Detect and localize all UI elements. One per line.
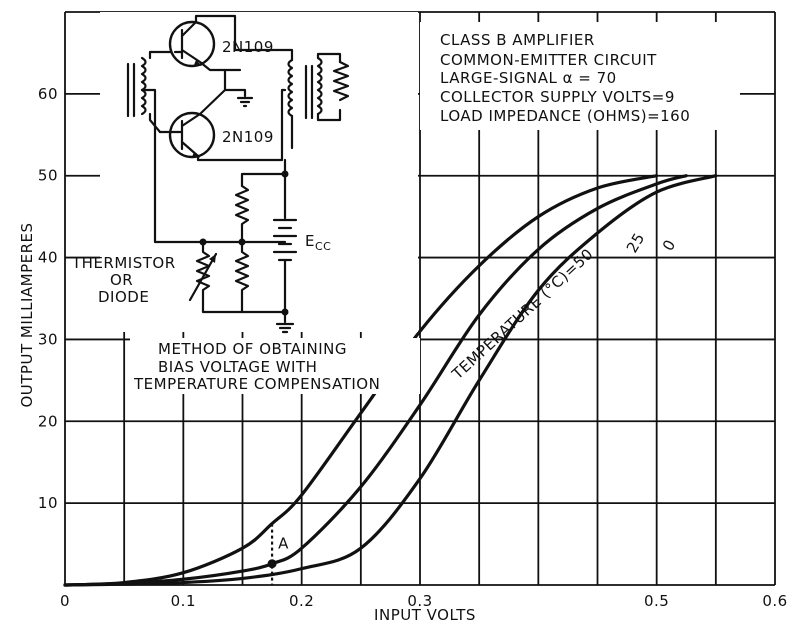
output-transformer-symbol [233, 48, 350, 150]
x-tick-label: 0.5 [644, 592, 669, 610]
top-transistor-symbol [168, 14, 242, 72]
top-transistor-label: 2N109 [222, 38, 274, 56]
info-line-1: CLASS B AMPLIFIER [440, 31, 595, 49]
ecc-label: ECC [305, 232, 331, 253]
info-line-3: LARGE-SIGNAL α = 70 [440, 69, 617, 87]
bottom-transistor-label: 2N109 [222, 128, 274, 146]
bias-network [153, 138, 289, 316]
point-a-marker [267, 559, 277, 569]
caption-line-3: TEMPERATURE COMPENSATION [133, 375, 380, 393]
info-box: CLASS B AMPLIFIER COMMON-EMITTER CIRCUIT… [420, 22, 740, 130]
caption-background [130, 338, 420, 394]
info-line-4: COLLECTOR SUPPLY VOLTS=9 [440, 88, 675, 106]
info-line-5: LOAD IMPEDANCE (OHMS)=160 [440, 107, 690, 125]
bottom-ground-icon [275, 310, 295, 334]
series-curve-25 [63, 174, 688, 587]
temperature-curves [63, 174, 718, 587]
circuit-background [100, 12, 418, 332]
battery-symbol [272, 172, 298, 314]
info-box-background [420, 22, 740, 130]
thermistor-label-line-3: DIODE [98, 288, 149, 306]
x-tick-label: 0.2 [289, 592, 314, 610]
tick-labels: 0 0.1 0.2 0.3 0.5 0.6 10 20 30 40 50 60 [38, 85, 787, 610]
y-tick-label: 50 [38, 167, 58, 185]
y-axis-label: OUTPUT MILLIAMPERES [18, 222, 36, 407]
info-line-2: COMMON-EMITTER CIRCUIT [440, 51, 657, 69]
y-tick-label: 40 [38, 249, 58, 267]
caption-line-1: METHOD OF OBTAINING [158, 340, 347, 358]
y-tick-label: 20 [38, 412, 58, 430]
x-axis-label: INPUT VOLTS [374, 606, 476, 624]
x-tick-label: 0.1 [171, 592, 196, 610]
point-a-label: A [278, 535, 289, 553]
ground-icon [223, 88, 254, 108]
x-tick-label: 0.6 [762, 592, 787, 610]
thermistor-label-line-2: OR [110, 271, 133, 289]
circuit-caption: METHOD OF OBTAINING BIAS VOLTAGE WITH TE… [130, 338, 420, 394]
y-tick-label: 30 [38, 330, 58, 348]
series-curve-0 [63, 174, 718, 587]
input-transformer-symbol [126, 50, 177, 142]
series-curve-50 [63, 174, 659, 587]
series-label-25: 25 [623, 230, 649, 256]
y-tick-label: 10 [38, 494, 58, 512]
circuit-schematic: 2N109 2N109 [71, 12, 418, 334]
point-a-annotation: A [267, 523, 289, 585]
bottom-transistor-symbol [158, 68, 284, 162]
series-label-0: 0 [659, 236, 680, 254]
x-tick-label: 0 [60, 592, 70, 610]
caption-line-2: BIAS VOLTAGE WITH [158, 358, 317, 376]
thermistor-label-line-1: THERMISTOR [71, 254, 176, 272]
x-tick-label: 0.3 [407, 592, 432, 610]
y-tick-label: 60 [38, 85, 58, 103]
